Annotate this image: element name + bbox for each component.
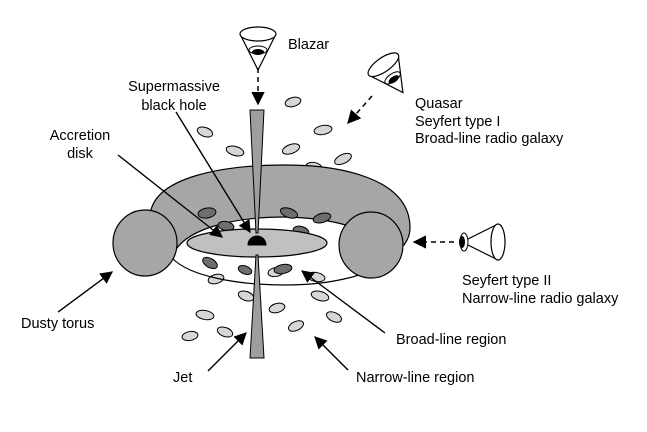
jet <box>249 109 265 359</box>
label-blazar: Blazar <box>288 37 329 53</box>
label-smbh-1: Supermassive <box>128 79 220 95</box>
label-quasar-2: Seyfert type I <box>415 114 500 130</box>
label-broad-line-region: Broad-line region <box>396 332 506 348</box>
label-quasar-3: Broad-line radio galaxy <box>415 131 564 147</box>
label-seyfert2-1: Seyfert type II <box>462 273 551 289</box>
label-narrow-line-region: Narrow-line region <box>356 370 474 386</box>
label-seyfert2-2: Narrow-line radio galaxy <box>462 291 619 307</box>
arrow-broad-line <box>300 270 386 334</box>
arrow-accretion <box>117 154 223 238</box>
label-quasar-1: Quasar <box>415 96 463 112</box>
eye-icon-quasar <box>367 52 404 94</box>
arrow-quasar <box>347 95 373 125</box>
arrow-narrow-line <box>314 336 349 371</box>
dusty-torus <box>112 164 411 286</box>
label-dusty-torus: Dusty torus <box>21 316 94 332</box>
sightline-arrows <box>251 68 454 249</box>
label-jet: Jet <box>173 370 192 386</box>
arrow-smbh <box>175 111 251 234</box>
label-smbh-2: black hole <box>141 98 206 114</box>
label-accretion-1: Accretion <box>50 128 110 144</box>
arrow-dusty-torus <box>57 271 114 313</box>
eye-icon-blazar <box>239 26 277 72</box>
eye-icon-seyfert2 <box>459 223 506 261</box>
broad-line-clouds <box>197 207 332 275</box>
pointer-arrows <box>57 111 386 372</box>
black-hole <box>247 235 267 246</box>
label-accretion-2: disk <box>67 146 94 162</box>
arrow-jet <box>207 332 247 372</box>
